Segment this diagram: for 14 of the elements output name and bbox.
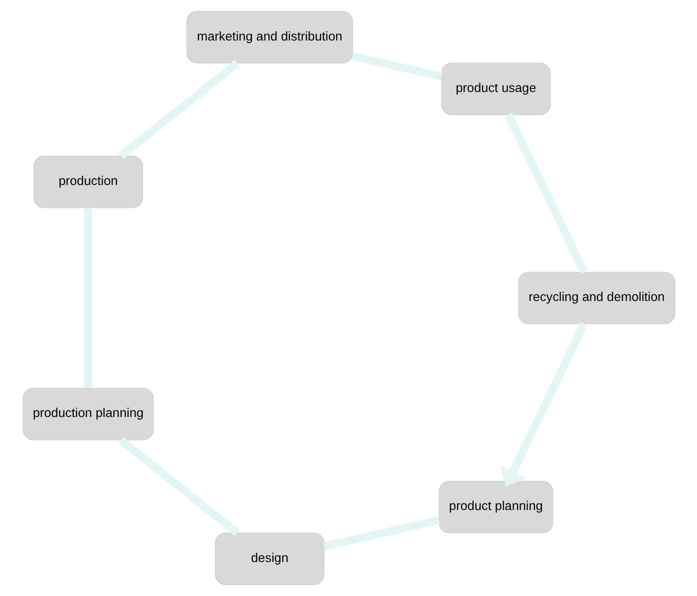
arrow — [500, 322, 588, 487]
connector — [118, 60, 240, 160]
connector — [351, 52, 442, 80]
node-box: marketing and distribution — [186, 11, 352, 64]
node-box: production planning — [22, 388, 154, 440]
node-box: recycling and demolition — [518, 272, 675, 324]
connector — [322, 516, 440, 550]
node-box: product usage — [440, 62, 550, 116]
node-box: design — [214, 532, 324, 585]
node-box: production — [32, 156, 142, 208]
node-box: product planning — [438, 480, 553, 534]
connector — [84, 208, 92, 388]
connector — [504, 113, 588, 274]
connector — [118, 436, 240, 536]
